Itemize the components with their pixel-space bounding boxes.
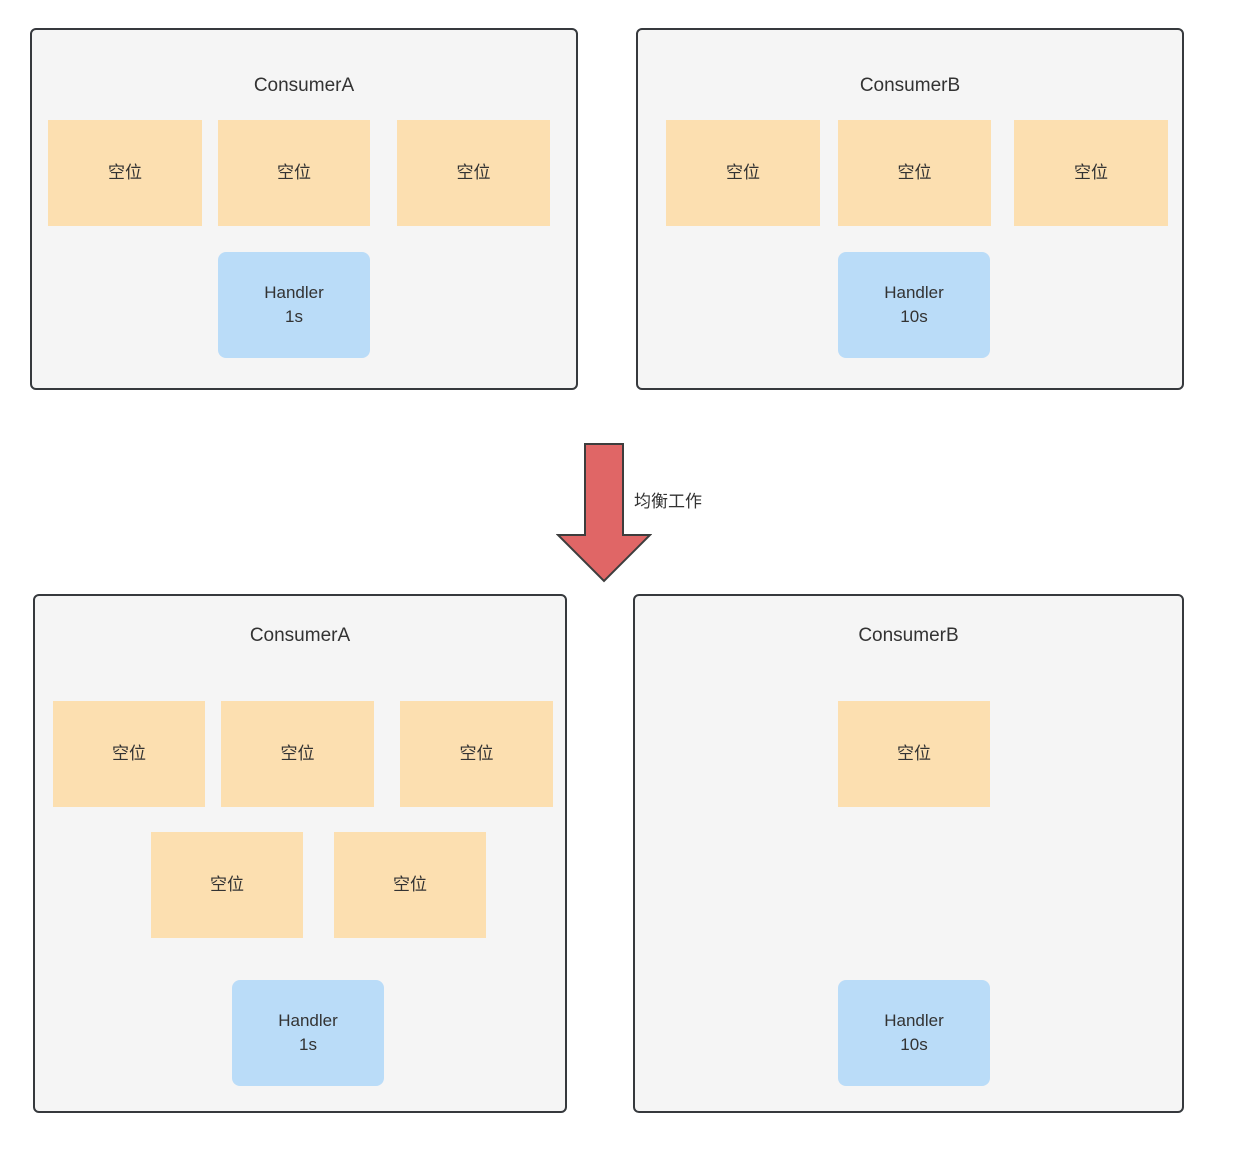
panel-consumer-b-before: ConsumerB 空位 空位 空位 Handler 10s — [636, 28, 1184, 390]
handler-name: Handler — [884, 283, 944, 302]
handler-name: Handler — [278, 1011, 338, 1030]
panel-title: ConsumerA — [253, 75, 355, 96]
slot-box: 空位 — [221, 701, 374, 807]
panel-title: ConsumerB — [859, 75, 961, 96]
slot-label: 空位 — [459, 744, 494, 763]
handler-duration: 10s — [900, 307, 928, 326]
slot-label: 空位 — [210, 875, 244, 894]
slot-label: 空位 — [897, 163, 932, 182]
handler-duration: 1s — [285, 307, 303, 326]
handler-name: Handler — [884, 1011, 944, 1030]
slot-box: 空位 — [48, 120, 202, 226]
slot-label: 空位 — [726, 163, 760, 182]
handler-name: Handler — [264, 283, 324, 302]
slot-box: 空位 — [838, 120, 991, 226]
panel-consumer-a-before: ConsumerA 空位 空位 空位 Handler 1s — [30, 28, 578, 390]
slot-label: 空位 — [277, 163, 311, 182]
slot-box: 空位 — [666, 120, 820, 226]
slot-box: 空位 — [838, 701, 990, 807]
slot-box: 空位 — [1014, 120, 1168, 226]
handler-box: Handler 1s — [232, 980, 384, 1086]
slot-label: 空位 — [1074, 163, 1108, 182]
rebalance-arrow — [556, 443, 652, 583]
handler-box: Handler 1s — [218, 252, 370, 358]
panel-title: ConsumerB — [858, 625, 959, 646]
handler-box: Handler 10s — [838, 252, 990, 358]
panel-title: ConsumerA — [249, 625, 351, 646]
slot-label: 空位 — [280, 744, 315, 763]
panel-consumer-b-after: ConsumerB 空位 Handler 10s — [633, 594, 1184, 1113]
slot-box: 空位 — [397, 120, 550, 226]
slot-label: 空位 — [108, 163, 142, 182]
slot-label: 空位 — [112, 744, 146, 763]
slot-label: 空位 — [897, 744, 931, 763]
slot-box: 空位 — [53, 701, 205, 807]
slot-box: 空位 — [400, 701, 553, 807]
handler-duration: 1s — [299, 1035, 317, 1054]
slot-box: 空位 — [334, 832, 486, 938]
slot-label: 空位 — [456, 163, 491, 182]
slot-box: 空位 — [151, 832, 303, 938]
handler-box: Handler 10s — [838, 980, 990, 1086]
slot-box: 空位 — [218, 120, 370, 226]
panel-consumer-a-after: ConsumerA 空位 空位 空位 空位 空位 Handler 1s — [33, 594, 567, 1113]
rebalance-arrow-label: 均衡工作 — [634, 492, 702, 511]
handler-duration: 10s — [900, 1035, 928, 1054]
down-arrow-icon — [556, 443, 652, 583]
slot-label: 空位 — [393, 875, 427, 894]
